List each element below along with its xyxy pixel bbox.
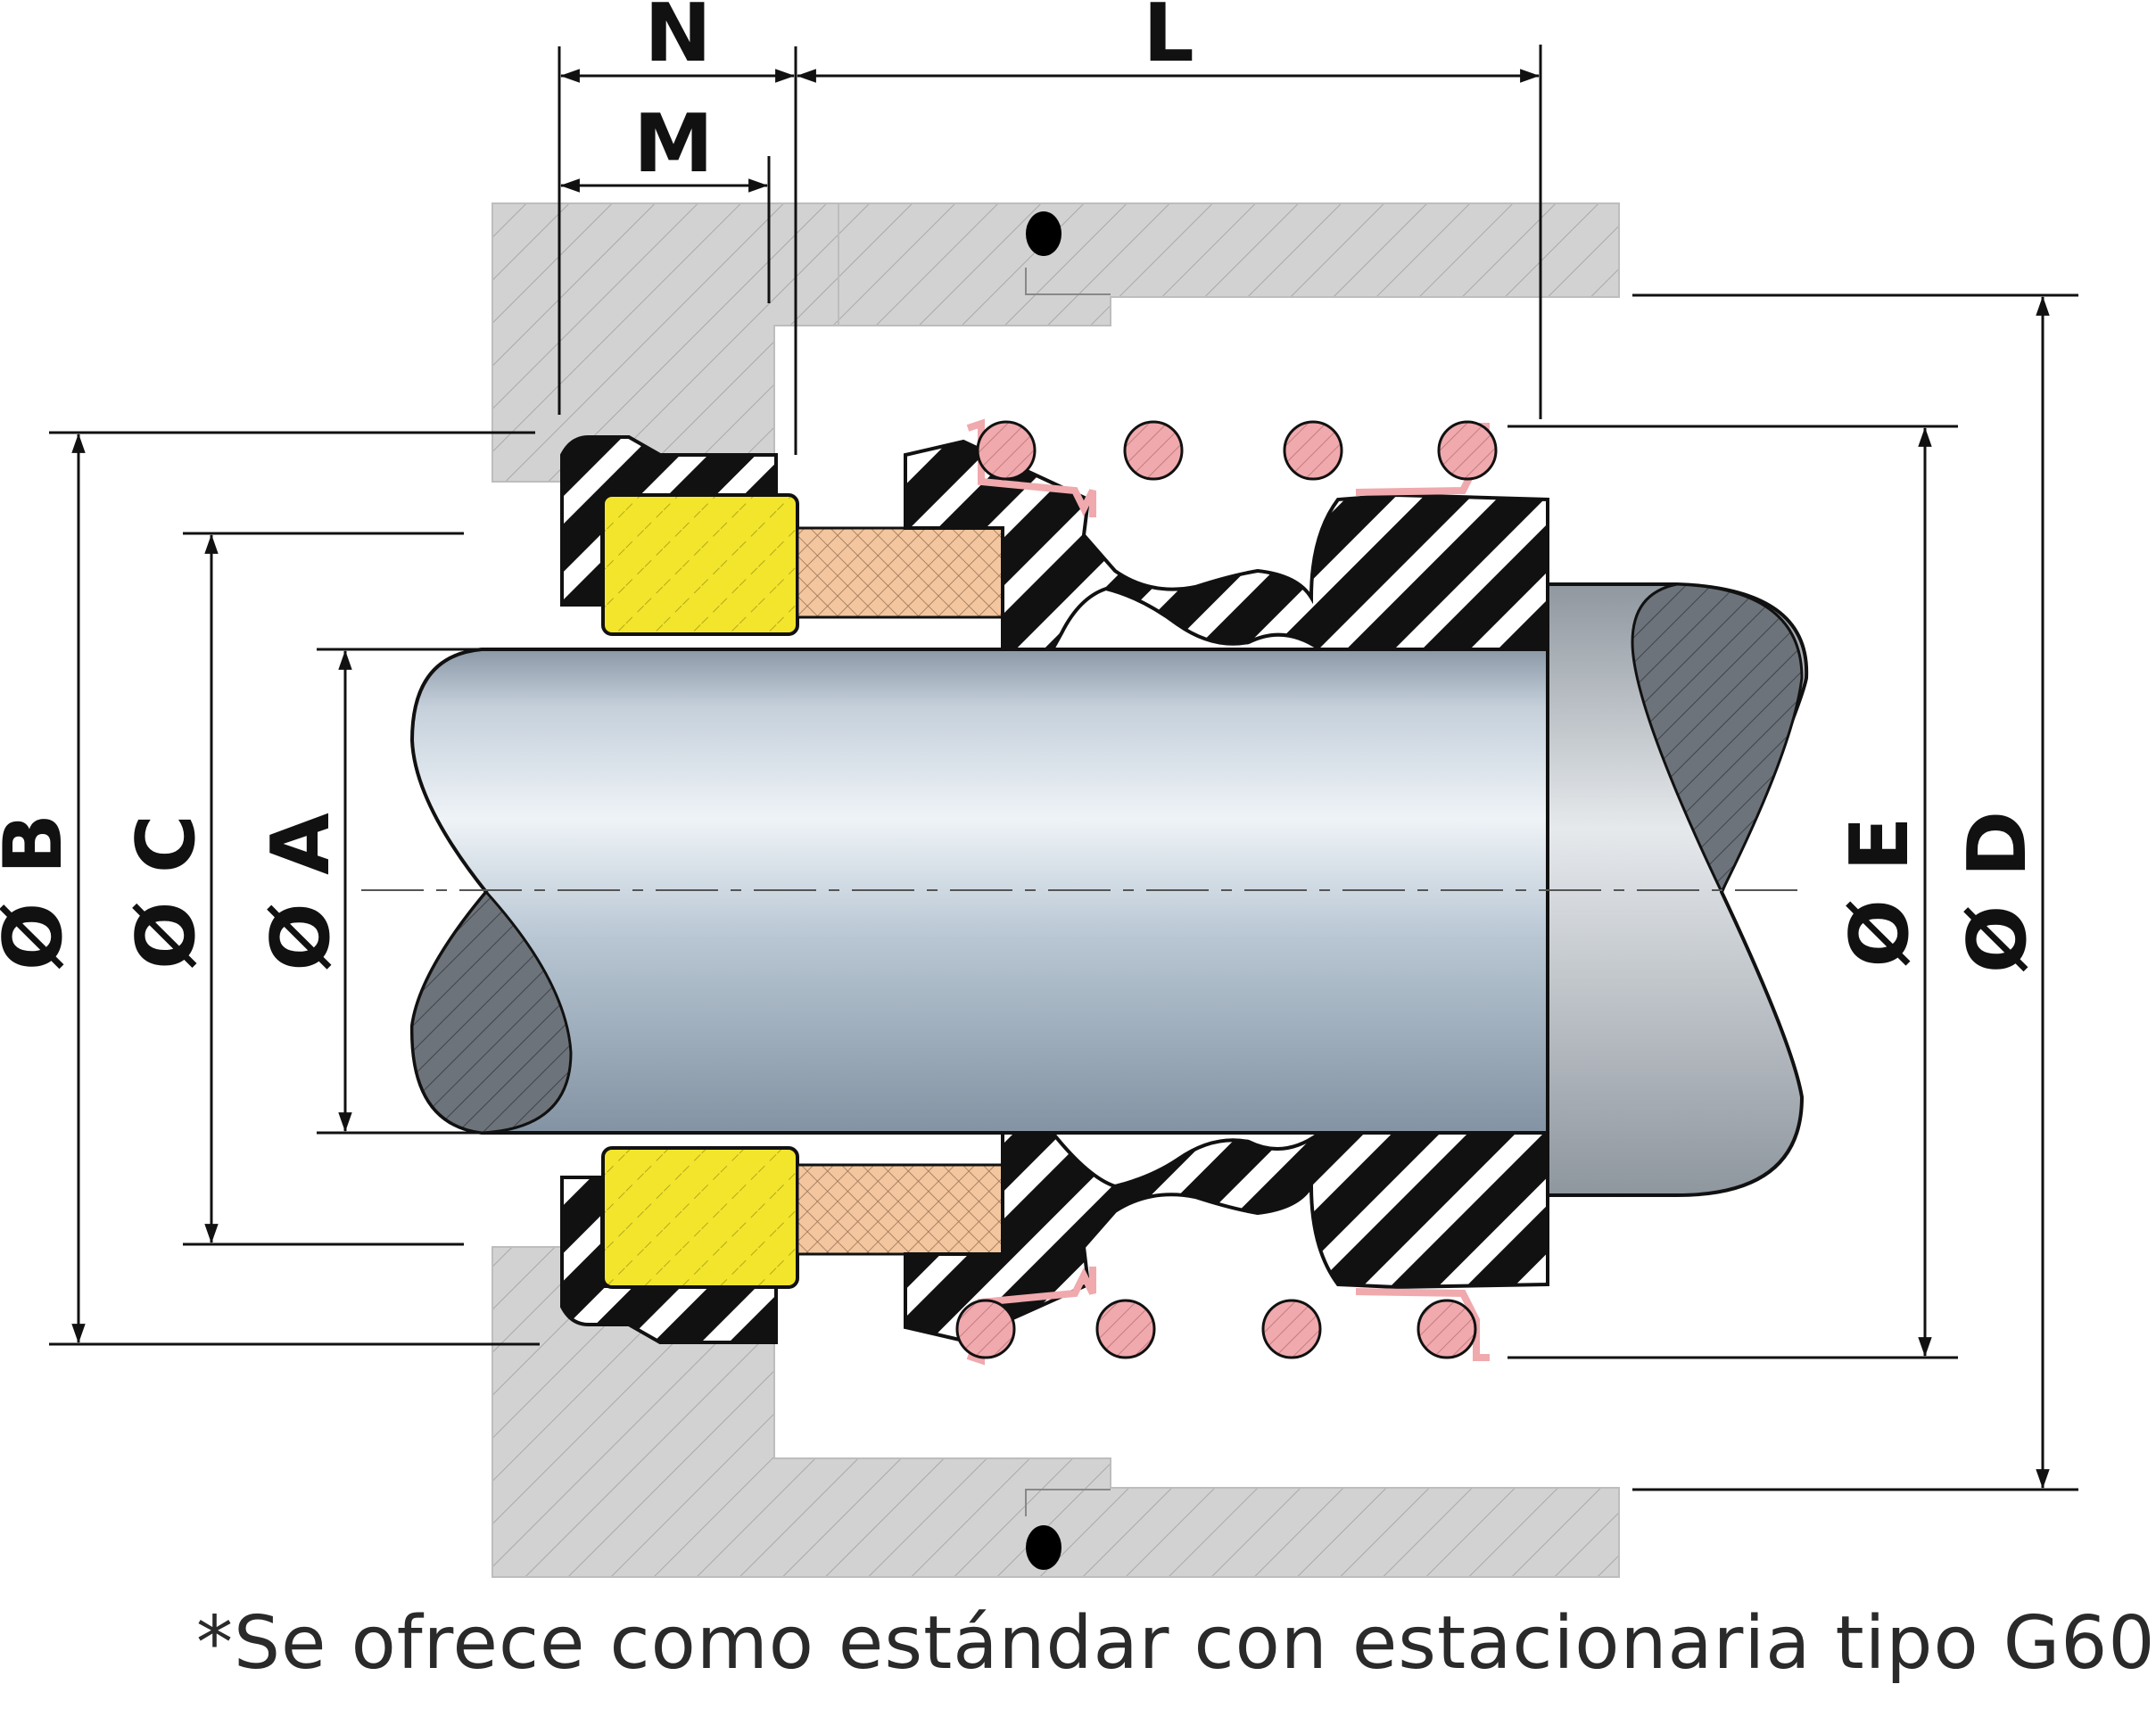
spring-coil xyxy=(1283,420,1343,481)
bellows-bottom xyxy=(904,1131,1549,1343)
spring-coil xyxy=(1417,1299,1477,1359)
dimension-lines xyxy=(49,45,2078,1491)
dim-label-M: M xyxy=(633,97,714,191)
carbon-ring-bottom xyxy=(796,1163,1004,1256)
dim-label-D: Ø D xyxy=(1951,811,2044,974)
spring-coil xyxy=(1095,1299,1156,1359)
housing-top-right xyxy=(838,202,1620,326)
carbon-ring-top xyxy=(796,526,1004,619)
seal-assembly-top xyxy=(560,418,1549,651)
dim-label-C: Ø C xyxy=(120,814,213,970)
shaft-right-cut xyxy=(1631,582,1804,896)
dim-label-E: Ø E xyxy=(1833,816,1927,967)
housing-top-left xyxy=(492,202,839,483)
dim-label-B: Ø B xyxy=(0,813,80,970)
spring-coil xyxy=(1437,420,1498,481)
caption: *Se ofrece como estándar con estacionari… xyxy=(196,1601,2156,1686)
spring-coil xyxy=(1123,420,1184,481)
spring-retainer-bottom xyxy=(966,1267,1096,1366)
stationary-seat-top xyxy=(601,493,799,636)
dim-label-N: N xyxy=(644,0,711,80)
spring-coil xyxy=(976,420,1037,481)
bellows-top xyxy=(904,439,1549,651)
stationary-cup-top xyxy=(560,435,778,607)
dim-label-L: L xyxy=(1143,0,1194,80)
dim-label-A: Ø A xyxy=(254,813,348,971)
spring-coil xyxy=(955,1299,1016,1359)
housing-oring-top xyxy=(1026,211,1061,256)
dimension-labels: N M L Ø B Ø C Ø A Ø E Ø D xyxy=(0,0,2044,973)
spring-coil xyxy=(1261,1299,1322,1359)
spring-retainer-bottom-right xyxy=(1355,1288,1490,1361)
housing-oring-bottom xyxy=(1026,1525,1061,1570)
shaft xyxy=(361,582,1809,1197)
seal-assembly-bottom xyxy=(560,1131,1549,1366)
spring-retainer-top xyxy=(966,418,1096,517)
stationary-seat-bottom xyxy=(601,1146,799,1289)
